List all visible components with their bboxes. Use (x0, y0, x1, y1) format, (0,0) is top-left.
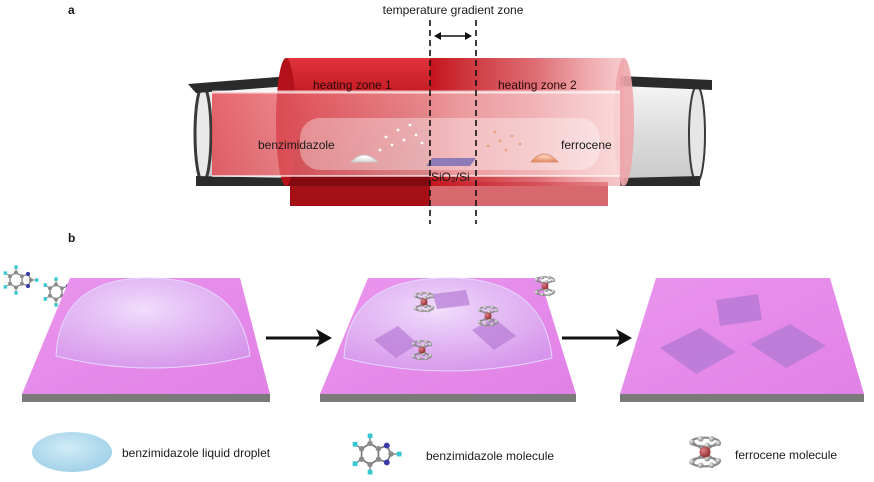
ferrocene-vapor (486, 130, 522, 152)
gradient-zone-label: temperature gradient zone (383, 3, 524, 17)
legend: benzimidazole liquid droplet benzimidazo… (32, 432, 837, 476)
gradient-arrow (434, 32, 472, 40)
right-tube-top-rim (620, 76, 712, 90)
stage-3-substrate (620, 278, 864, 402)
benzimidazole-source-label: benzimidazole (258, 138, 335, 152)
right-tube-segment (620, 86, 700, 182)
stage-2-flake-3 (374, 326, 418, 358)
stage-3-flake-3 (750, 324, 826, 368)
panel-b-label: b (68, 231, 75, 245)
stage-3-flake-2 (660, 328, 736, 374)
heating-zone-1-label: heating zone 1 (313, 78, 392, 92)
left-tube-top-rim (188, 76, 290, 93)
heating-zone-2-label: heating zone 2 (498, 78, 577, 92)
legend-benzimidazole-label: benzimidazole molecule (426, 449, 554, 463)
sio2-substrate (426, 158, 476, 166)
legend-ferrocene-swatch (687, 434, 723, 470)
quartz-liner (300, 118, 600, 170)
process-arrow-1 (266, 329, 332, 347)
right-tube-bottom-rim (620, 176, 700, 186)
process-arrow-2 (562, 329, 632, 347)
stage-2-flake-1 (433, 290, 470, 309)
stage-1-substrate (22, 277, 270, 402)
right-tube-end (688, 85, 706, 183)
substrate-label: SiO₂/Si (431, 170, 470, 184)
ferrocene-source-pellet (530, 153, 559, 163)
benzimidazole-source-pellet (350, 154, 379, 163)
ferrocene-source-label: ferrocene (561, 138, 612, 152)
stage-1-droplet (55, 277, 251, 369)
stage-2-substrate (320, 277, 576, 402)
furnace-tube-assembly (188, 58, 712, 206)
stage-2-flake-2 (472, 318, 516, 350)
legend-droplet-label: benzimidazole liquid droplet (122, 446, 271, 460)
legend-ferrocene-label: ferrocene molecule (735, 448, 837, 462)
benzimidazole-vapor (378, 123, 424, 152)
stage-3-flake-1 (716, 294, 762, 326)
legend-droplet-swatch (32, 432, 112, 472)
left-tube-end (193, 84, 213, 184)
panel-a-label: a (68, 3, 75, 17)
legend-benzimidazole-swatch (351, 432, 403, 476)
benzimidazole-molecule-floating-1 (3, 264, 40, 296)
left-tube-bottom-rim (196, 176, 290, 186)
